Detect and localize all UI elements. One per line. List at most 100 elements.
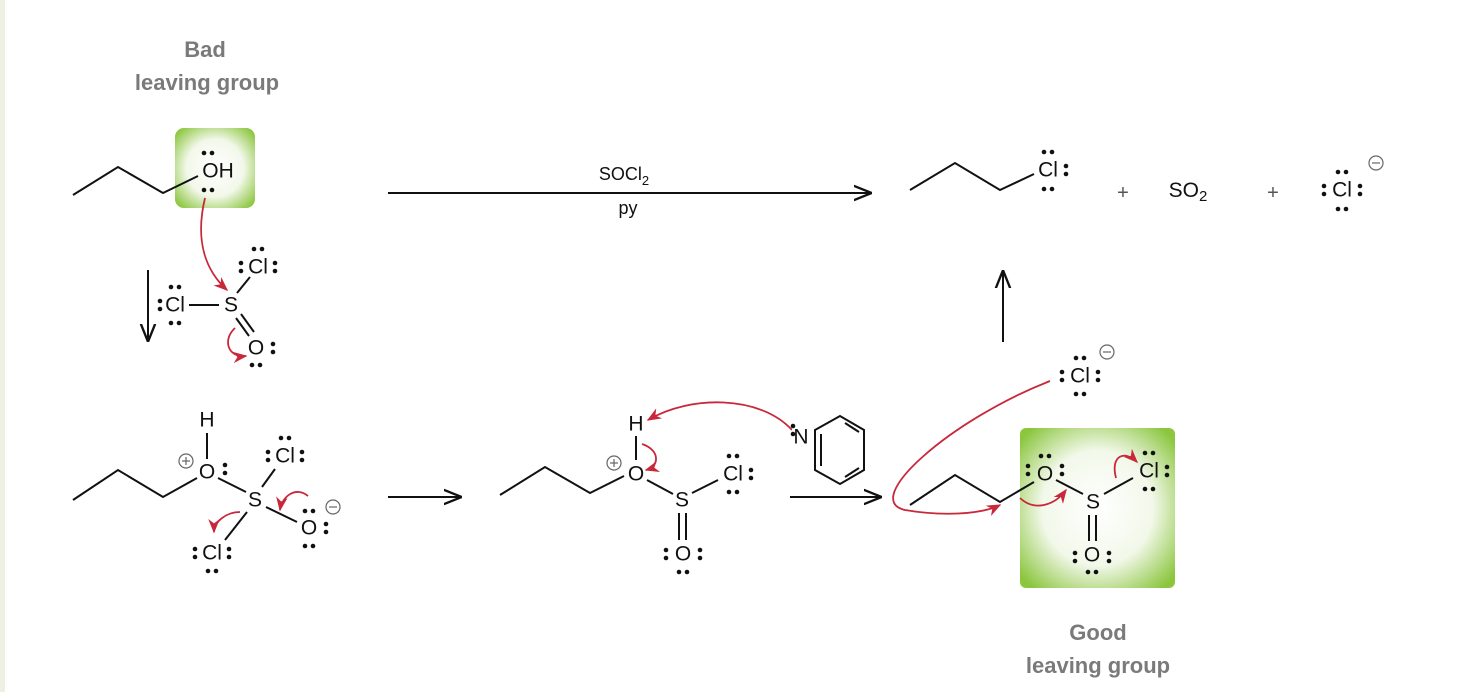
good-leaving-group-highlight	[1020, 428, 1175, 588]
lone-pair-dot	[176, 284, 182, 290]
lone-pair-dot	[299, 457, 305, 463]
propanol: OH	[72, 160, 234, 196]
lone-pair-dot	[676, 569, 682, 575]
lone-pair-dot	[265, 449, 271, 455]
lone-pair-dot	[201, 187, 207, 193]
lone-pair-dot	[1106, 550, 1112, 556]
curved-arrow-sn2-attack	[892, 380, 1051, 516]
lone-pair-dot	[272, 260, 278, 266]
lone-pair-dot	[192, 554, 198, 560]
base-label: py	[618, 198, 637, 218]
atom-o: O	[199, 461, 215, 484]
lone-pair-dot	[168, 284, 174, 290]
atom-cl: Cl	[1038, 159, 1058, 182]
lone-pair-dot	[192, 546, 198, 552]
lone-pair-dot	[1049, 149, 1055, 155]
bad-leaving-group-highlight	[175, 128, 255, 208]
lone-pair-dot	[323, 521, 329, 527]
lone-pair-dot	[323, 529, 329, 535]
atom-s: S	[1086, 491, 1100, 514]
lone-pair-dot	[1038, 453, 1044, 459]
lone-pair-dot	[1335, 206, 1341, 212]
atom-o: O	[675, 543, 691, 566]
protonated-chlorosulfite: O H S Cl O	[499, 413, 743, 566]
lone-pair-dot	[1164, 472, 1170, 478]
lone-pair-dot	[249, 362, 255, 368]
curved-arrow-oh-bond	[641, 443, 661, 472]
lone-pair-dot	[1041, 149, 1047, 155]
lone-pair-dot	[265, 457, 271, 463]
lone-pair-dot	[251, 246, 257, 252]
lone-pair-dot	[1073, 355, 1079, 361]
lone-pair-dot	[1095, 369, 1101, 375]
lone-pair-dot	[201, 150, 207, 156]
bad-label: Bad	[184, 37, 226, 62]
lone-pair-dot	[259, 246, 265, 252]
lone-pair-dot	[209, 150, 215, 156]
bad-leaving-group-label: leaving group	[135, 70, 279, 95]
curved-arrow-s-cl-break	[208, 511, 241, 534]
lone-pair-dot	[663, 555, 669, 561]
lone-pair-dot	[1063, 171, 1069, 177]
atom-cl: Cl	[248, 256, 268, 279]
lone-pair-dot	[1095, 377, 1101, 383]
page-edge	[0, 0, 5, 692]
lone-pair-dot	[1335, 169, 1341, 175]
lone-pair-dot	[663, 547, 669, 553]
atom-o: O	[1084, 544, 1100, 567]
negative-charge-icon	[1368, 155, 1384, 171]
lone-pair-dot	[213, 568, 219, 574]
lone-pair-dot	[205, 568, 211, 574]
lone-pair-dot	[1085, 569, 1091, 575]
lone-pair-dot	[209, 187, 215, 193]
atom-n: N	[793, 426, 808, 449]
lone-pair-dot	[1142, 450, 1148, 456]
lone-pair-dot	[168, 320, 174, 326]
atom-h: H	[628, 413, 643, 436]
atom-o: O	[1037, 463, 1053, 486]
lone-pairs	[157, 149, 1363, 575]
lone-pair-dot	[1106, 558, 1112, 564]
lone-pair-dot	[1025, 463, 1031, 469]
curved-arrow-s-cl-break	[1113, 448, 1139, 479]
chloride-ion: Cl	[1332, 179, 1352, 202]
good-label: Good	[1069, 620, 1126, 645]
lone-pair-dot	[1164, 464, 1170, 470]
atom-oh: OH	[202, 160, 234, 183]
thionyl-chloride: Cl S Cl O	[165, 256, 268, 360]
lone-pair-dot	[272, 268, 278, 274]
lone-pair-dot	[1150, 486, 1156, 492]
lone-pair-dot	[270, 341, 276, 347]
sulfur-dioxide: SO2	[1169, 179, 1208, 205]
atom-o: O	[248, 337, 264, 360]
plus-sign: +	[1267, 182, 1279, 204]
lone-pair-dot	[734, 453, 740, 459]
tetrahedral-intermediate: O H S Cl O Cl	[72, 409, 317, 565]
lone-pair-dot	[726, 453, 732, 459]
lone-pair-dot	[1059, 369, 1065, 375]
lone-pair-dot	[697, 555, 703, 561]
lone-pair-dot	[1142, 486, 1148, 492]
lone-pair-dot	[238, 260, 244, 266]
curved-arrow-o-to-s-reform	[276, 491, 309, 512]
lone-pair-dot	[257, 362, 263, 368]
lone-pair-dot	[1321, 191, 1327, 197]
lone-pair-dot	[1049, 186, 1055, 192]
atom-cl: Cl	[723, 463, 743, 486]
lone-pair-dot	[697, 547, 703, 553]
atom-s: S	[248, 489, 262, 512]
lone-pair-dot	[734, 489, 740, 495]
atom-cl: Cl	[202, 542, 222, 565]
alkyl-chlorosulfite: O S Cl O	[909, 460, 1159, 567]
atom-cl: Cl	[165, 294, 185, 317]
lone-pair-dot	[1046, 453, 1052, 459]
lone-pair-dot	[1357, 183, 1363, 189]
lone-pair-dot	[1072, 558, 1078, 564]
lone-pair-dot	[748, 475, 754, 481]
atom-s: S	[224, 294, 238, 317]
lone-pair-dot	[176, 320, 182, 326]
atom-s: S	[675, 489, 689, 512]
lone-pair-dot	[1321, 183, 1327, 189]
lone-pair-dot	[157, 298, 163, 304]
